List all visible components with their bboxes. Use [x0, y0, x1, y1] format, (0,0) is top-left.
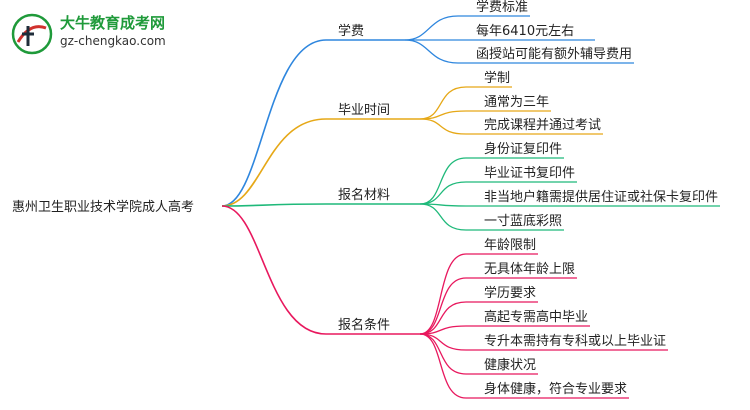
- site-logo: 大牛教育成考网 gz-chengkao.com: [10, 10, 185, 58]
- branch-connector: [221, 39, 327, 207]
- leaf-connector: [419, 203, 467, 231]
- leaf-label: 非当地户籍需提供居住证或社保卡复印件: [484, 189, 718, 205]
- branch-label: 报名材料: [338, 187, 390, 203]
- leaf-label: 函授站可能有额外辅导费用: [476, 47, 632, 62]
- leaf-label: 学费标准: [476, 0, 528, 15]
- leaf-label: 一寸蓝底彩照: [484, 213, 562, 229]
- leaf-label: 每年6410元左右: [476, 23, 574, 39]
- logo-title: 大牛教育成考网: [60, 14, 166, 32]
- leaf-label: 学历要求: [484, 285, 536, 301]
- leaf-connector: [419, 333, 467, 375]
- leaf-connector: [404, 39, 459, 64]
- leaf-connector: [404, 15, 459, 41]
- branch-connector: [221, 203, 327, 207]
- leaf-label: 完成课程并通过考试: [484, 118, 601, 133]
- leaf-connector: [419, 277, 467, 335]
- leaf-label: 高起专需高中毕业: [484, 309, 588, 325]
- logo-url: gz-chengkao.com: [60, 34, 166, 48]
- branch-connector: [221, 118, 327, 207]
- branch-label: 报名条件: [338, 317, 390, 333]
- leaf-connector: [419, 253, 467, 335]
- leaf-label: 学制: [484, 70, 510, 86]
- leaf-label: 通常为三年: [484, 95, 549, 110]
- root-node-label: 惠州卫生职业技术学院成人高考: [12, 199, 194, 215]
- leaf-label: 无具体年龄上限: [484, 262, 575, 277]
- leaf-connector: [419, 157, 467, 205]
- logo-mark-icon: [11, 13, 53, 55]
- branch-label: 毕业时间: [338, 103, 390, 118]
- branch-label: 学费: [338, 23, 364, 39]
- leaf-connector: [419, 181, 467, 205]
- leaf-label: 身体健康，符合专业要求: [484, 381, 627, 397]
- leaf-label: 身份证复印件: [484, 141, 562, 157]
- leaf-label: 专升本需持有专科或以上毕业证: [484, 334, 666, 349]
- branch-connector: [221, 205, 327, 335]
- leaf-connector: [419, 333, 467, 399]
- leaf-connector: [419, 118, 467, 135]
- leaf-label: 毕业证书复印件: [484, 166, 575, 181]
- leaf-label: 年龄限制: [484, 238, 536, 253]
- leaf-label: 健康状况: [484, 357, 536, 373]
